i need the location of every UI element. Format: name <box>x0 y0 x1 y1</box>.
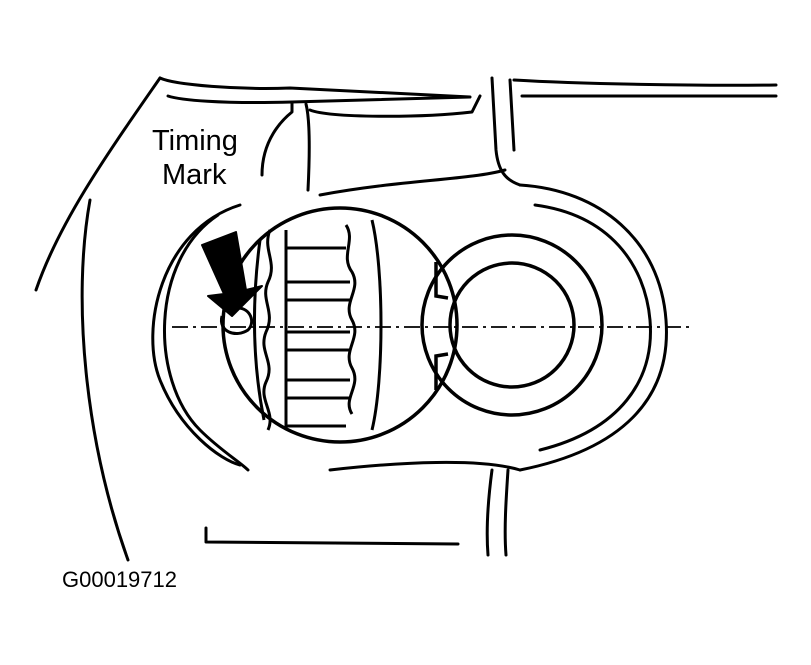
inspection-window <box>221 206 604 444</box>
arrow-icon <box>201 231 263 317</box>
engine-housing-outline <box>34 76 778 562</box>
flywheel-teeth <box>252 219 383 431</box>
figure-id: G00019712 <box>62 567 177 592</box>
callout-label-line-1: Timing <box>152 125 238 157</box>
callout-label-line-2: Mark <box>162 159 227 191</box>
